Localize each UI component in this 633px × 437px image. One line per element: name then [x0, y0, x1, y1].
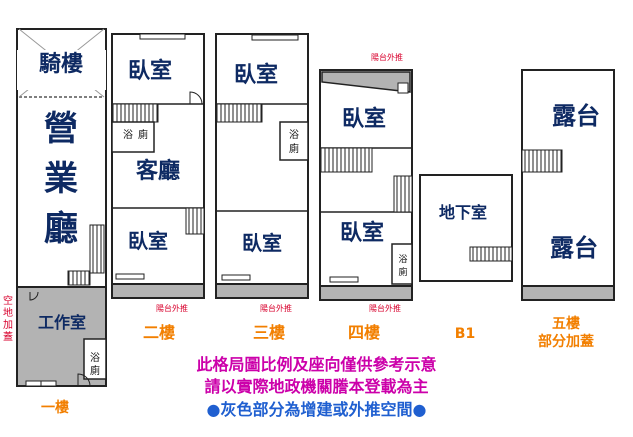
open-addition-label-4: 蓋	[3, 331, 13, 343]
floor-5-terrace-top-label: 露台	[552, 102, 600, 130]
floor-3-bath-label-1: 浴	[289, 129, 299, 141]
floor-2-bath-label-1: 浴	[123, 129, 133, 141]
bullet-icon: ●	[206, 400, 221, 419]
business-hall-label-2: 業	[44, 159, 78, 199]
floor-3-bedroom-bottom-label: 臥室	[242, 231, 282, 255]
gray-area-note: 灰色部分為增建或外推空間	[220, 400, 413, 419]
floor-2-label: 二樓	[143, 323, 175, 342]
floor-2-plan	[111, 33, 205, 299]
floor-5-label: 五樓	[552, 315, 580, 332]
floor-4-bedroom-top-label: 臥室	[342, 106, 386, 132]
disclaimer-line-3: ●灰色部分為增建或外推空間●	[0, 396, 633, 420]
business-hall-label-3: 廳	[44, 209, 78, 249]
disclaimer-line-1: 此格局圖比例及座向僅供參考示意	[196, 355, 437, 374]
floor-4-balcony-top-label: 陽台外推	[371, 52, 403, 62]
bullet-icon: ●	[412, 400, 427, 419]
floor-4-bath-label-2: 廁	[398, 266, 407, 278]
open-addition-label-1: 空	[3, 294, 13, 307]
floor-3-plan	[215, 33, 309, 299]
floor-3-balcony	[215, 283, 309, 299]
floor-1-stairs	[89, 224, 105, 274]
floor-2-bath-label-2: 廁	[138, 128, 148, 141]
floor-4-plan	[319, 69, 413, 301]
floor-1-bath-label-1: 浴	[90, 352, 100, 364]
basement-floor-label: B1	[455, 326, 475, 342]
floor-5-terrace-bottom-label: 露台	[550, 234, 598, 262]
floor-3-bedroom-top-label: 臥室	[234, 62, 278, 88]
floor-4-balcony-top	[321, 71, 411, 93]
floor-1-bath-label-2: 廁	[90, 364, 100, 377]
open-addition-label-3: 加	[3, 319, 13, 331]
business-hall-label-1: 營	[44, 109, 78, 149]
floor-4-balcony-bottom	[319, 285, 413, 301]
floor-5-plan	[521, 69, 615, 301]
workroom-label: 工作室	[38, 313, 86, 332]
floor-3-bath-label-2: 廁	[289, 142, 299, 155]
arcade-label: 騎樓	[39, 52, 83, 77]
basement-room-label: 地下室	[439, 203, 487, 222]
floor-4-label: 四樓	[348, 323, 380, 342]
basement-plan	[419, 174, 513, 282]
floor-5-partial-addition-label: 部分加蓋	[538, 333, 594, 350]
open-addition-label-2: 地	[3, 306, 13, 319]
floor-4-bath-label-1: 浴	[398, 254, 407, 265]
disclaimer-line-2: 請以實際地政機關謄本登載為主	[204, 377, 429, 396]
floor-3-label: 三樓	[253, 323, 285, 342]
floor-2-bedroom-top-label: 臥室	[128, 58, 172, 84]
floor-1-plan	[16, 28, 107, 387]
living-room-label: 客廳	[136, 158, 180, 184]
floor-2-balcony	[111, 283, 205, 299]
floor-4-bedroom-bottom-label: 臥室	[340, 220, 384, 246]
floor-2-bedroom-bottom-label: 臥室	[128, 229, 168, 253]
floor-1-label: 一樓	[41, 399, 69, 416]
floor-2-balcony-label: 陽台外推	[156, 303, 188, 313]
floor-4-balcony-bottom-label: 陽台外推	[369, 303, 401, 313]
floor-3-balcony-label: 陽台外推	[260, 303, 292, 313]
